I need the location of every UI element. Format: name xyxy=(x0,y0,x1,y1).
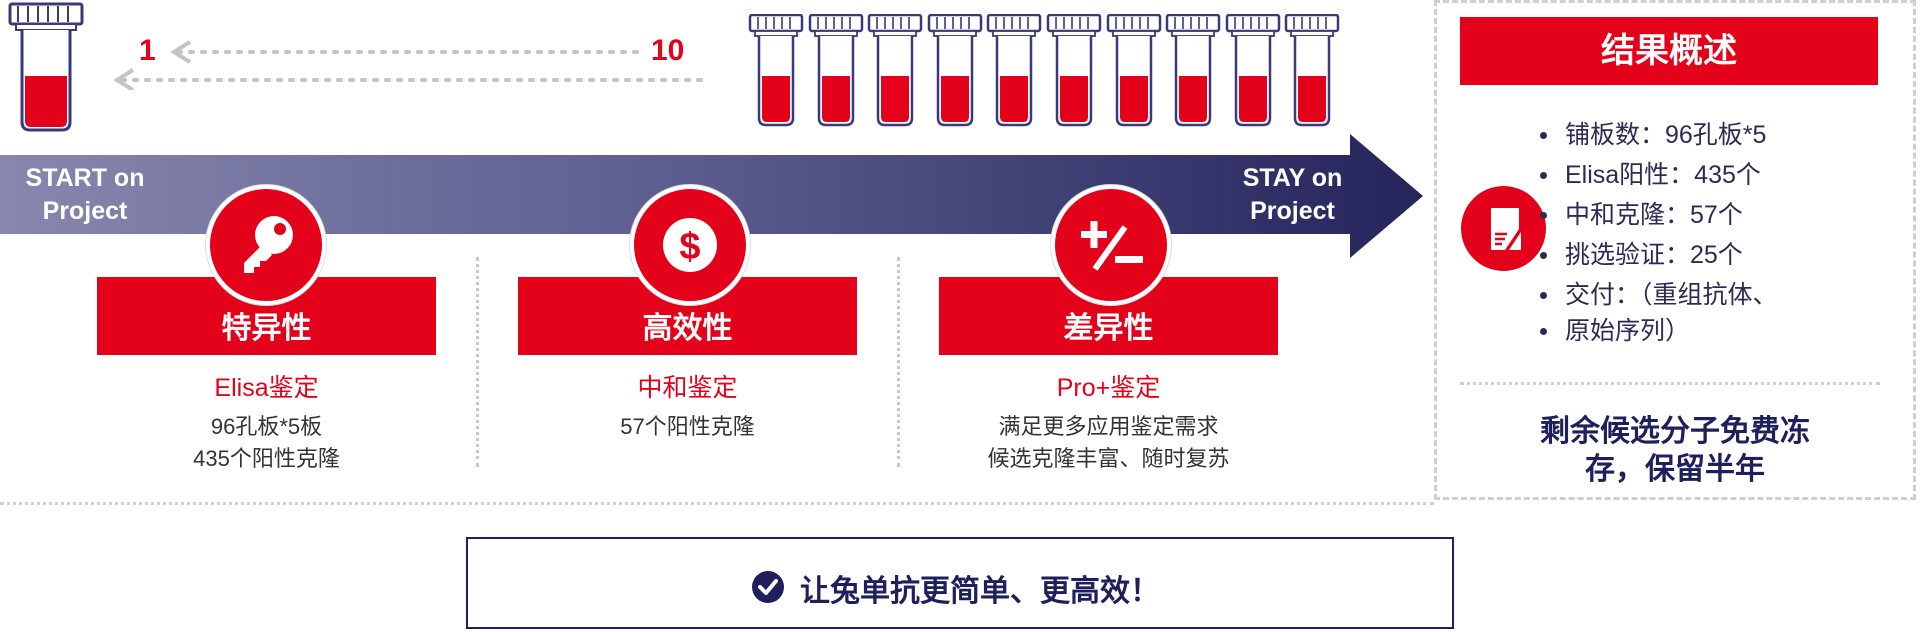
summary-panel xyxy=(1434,0,1916,500)
step-method-pro: Pro+鉴定 xyxy=(1056,374,1161,402)
step-details-specificity: 96孔板*5板 435个阳性克隆 xyxy=(97,411,436,475)
test-tube-row xyxy=(748,14,1340,129)
test-tube-icon xyxy=(927,14,983,127)
test-tube-icon xyxy=(1046,14,1102,127)
test-tube-icon xyxy=(748,14,804,127)
summary-item: Elisa阳性：435个 xyxy=(1540,155,1778,195)
plus-minus-icon xyxy=(1051,185,1171,305)
summary-list: 铺板数：96孔板*5 Elisa阳性：435个 中和克隆：57个 挑选验证：25… xyxy=(1540,115,1778,351)
dotted-arrow-lines xyxy=(113,40,707,90)
step-detail-line: 候选克隆丰富、随时复苏 xyxy=(987,446,1230,471)
svg-text:$: $ xyxy=(679,226,700,268)
document-icon xyxy=(1461,186,1546,271)
summary-divider xyxy=(1460,382,1880,385)
step-divider xyxy=(897,257,900,467)
summary-item: 交付：（重组抗体、 xyxy=(1540,275,1778,315)
step-details-efficiency: 57个阳性克隆 xyxy=(518,411,857,443)
summary-footer-note: 剩余候选分子免费冻 存，保留半年 xyxy=(1540,415,1810,486)
step-method-neutralization: 中和鉴定 xyxy=(637,374,738,402)
test-tube-icon xyxy=(867,14,923,127)
step-detail-line: 96孔板*5板 xyxy=(210,414,323,439)
test-tube-icon xyxy=(1285,14,1340,127)
summary-item: 挑选验证：25个 xyxy=(1540,235,1778,275)
step-divider xyxy=(476,257,479,467)
test-tube-icon xyxy=(1165,14,1221,127)
test-tube-icon xyxy=(1106,14,1161,127)
step-detail-line: 57个阳性克隆 xyxy=(620,414,755,439)
slogan-text: 让兔单抗更简单、更高效！ xyxy=(800,575,1160,608)
check-circle-icon xyxy=(752,571,784,603)
dollar-icon: $ xyxy=(630,185,750,305)
step-detail-line: 435个阳性克隆 xyxy=(193,446,340,471)
step-title-box-specificity: 特异性 xyxy=(97,277,436,355)
test-tube-icon xyxy=(808,14,863,127)
summary-item: 中和克隆：57个 xyxy=(1540,195,1778,235)
section-divider-line xyxy=(0,502,1434,505)
test-tube-icon xyxy=(987,14,1042,127)
summary-item: 铺板数：96孔板*5 xyxy=(1540,115,1778,155)
single-test-tube-icon xyxy=(8,2,84,132)
test-tube-icon xyxy=(1225,14,1281,127)
stay-on-project-label: STAY on Project xyxy=(1242,164,1343,225)
step-details-difference: 满足更多应用鉴定需求 候选克隆丰富、随时复苏 xyxy=(939,411,1278,475)
summary-item-continuation: 原始序列） xyxy=(1540,311,1778,351)
count-label-1: 1 xyxy=(139,34,156,67)
count-label-10: 10 xyxy=(651,34,685,67)
step-method-elisa: Elisa鉴定 xyxy=(214,374,319,402)
slogan-box xyxy=(466,537,1454,629)
summary-title: 结果概述 xyxy=(1460,17,1878,85)
step-detail-line: 满足更多应用鉴定需求 xyxy=(998,414,1219,439)
key-icon xyxy=(206,185,326,305)
start-on-project-label: START on Project xyxy=(25,164,145,225)
